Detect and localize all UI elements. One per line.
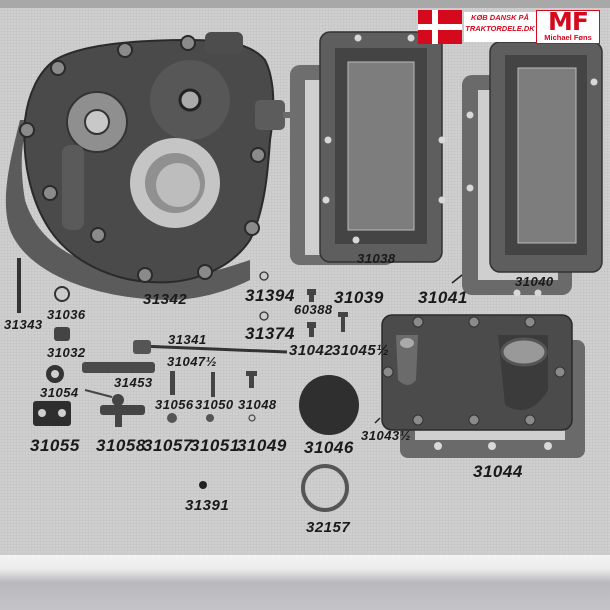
part-31055: [33, 401, 71, 426]
slogan-line-1: KØB DANSK PÅ: [471, 13, 529, 22]
label-31039: 31039: [334, 288, 384, 307]
part-31042: [307, 322, 316, 337]
part-31049: [248, 414, 256, 422]
part-31046: [299, 375, 359, 435]
part-31374: [259, 311, 269, 321]
label-31045-half: 31045½: [332, 342, 390, 359]
part-31343: [17, 258, 21, 313]
label-31050: 31050: [195, 397, 234, 412]
part-31057: [167, 413, 177, 423]
label-31042: 31042: [289, 342, 334, 359]
part-31341: [139, 344, 288, 354]
part-31045: [338, 312, 348, 332]
housing-gasket: [5, 120, 250, 300]
label-31051: 31051: [190, 436, 240, 455]
label-31038: 31038: [357, 251, 396, 266]
label-31043-half: 31043½: [361, 428, 411, 443]
label-31047-half: 31047½: [167, 354, 217, 369]
part-60388: [307, 289, 316, 302]
label-31055: 31055: [30, 436, 80, 455]
label-31056: 31056: [155, 397, 194, 412]
label-31049: 31049: [237, 436, 287, 455]
label-31394: 31394: [245, 286, 295, 305]
label-32157: 32157: [306, 519, 351, 536]
page-top-edge: [0, 0, 610, 8]
label-31054: 31054: [40, 385, 79, 400]
label-31342: 31342: [143, 291, 188, 308]
logo-subtitle: Michael Føns: [544, 33, 592, 42]
label-31032: 31032: [47, 345, 86, 360]
page-bottom-edge: [0, 555, 610, 610]
part-31036: [54, 286, 70, 302]
label-31341: 31341: [168, 332, 207, 347]
part-31391: [199, 481, 207, 489]
label-31044: 31044: [473, 462, 523, 481]
part-31032: [54, 327, 70, 341]
label-31343: 31343: [4, 317, 43, 332]
label-31057: 31057: [143, 436, 193, 455]
label-31040: 31040: [515, 274, 554, 289]
label-31453: 31453: [114, 375, 153, 390]
logo-text: MF: [548, 7, 589, 36]
slogan-line-2: TRAKTORDELE.DK: [465, 24, 535, 33]
label-60388: 60388: [294, 302, 333, 317]
label-31046: 31046: [304, 438, 354, 457]
label-31041: 31041: [418, 288, 468, 307]
part-31058: [84, 389, 145, 427]
part-31453: [82, 362, 155, 373]
label-31036: 31036: [47, 307, 86, 322]
part-31056: [170, 371, 175, 395]
part-31050: [211, 372, 215, 397]
part-31048: [249, 372, 254, 388]
part-31051: [206, 414, 214, 422]
traktordele-banner[interactable]: KØB DANSK PÅ TRAKTORDELE.DK MF Michael F…: [418, 8, 606, 46]
part-31394: [259, 271, 269, 281]
danish-flag-icon: [418, 10, 462, 44]
slogan: KØB DANSK PÅ TRAKTORDELE.DK: [464, 12, 536, 42]
label-31058: 31058: [96, 436, 146, 455]
label-31048: 31048: [238, 397, 277, 412]
label-31391: 31391: [185, 497, 230, 514]
part-32157: [301, 464, 349, 512]
mf-logo: MF Michael Føns: [536, 7, 600, 44]
label-31374: 31374: [245, 324, 295, 343]
